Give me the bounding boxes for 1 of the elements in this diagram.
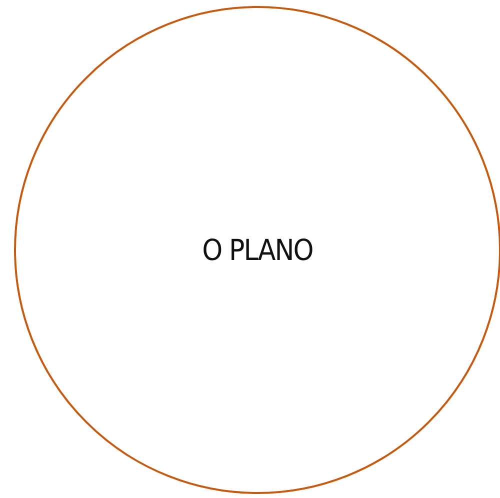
node-label: O PLANO — [202, 233, 313, 267]
